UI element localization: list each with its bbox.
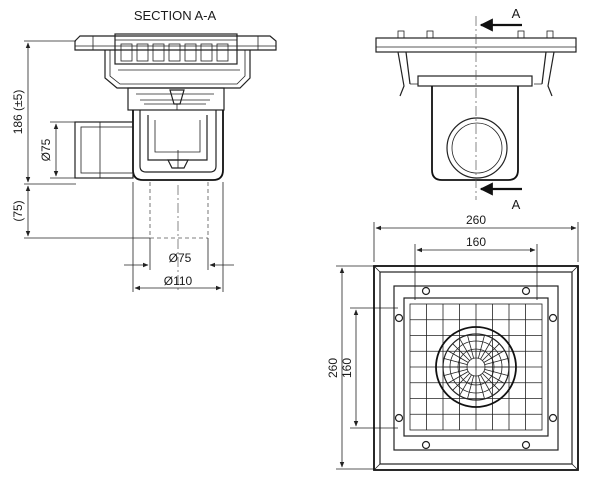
section-title: SECTION A-A — [134, 8, 217, 23]
label-outlet: Ø75 — [39, 138, 53, 161]
front-view: A A — [375, 6, 577, 212]
dimension-plan-width: 260 160 — [373, 213, 579, 300]
section-marker-top: A — [512, 6, 521, 21]
label-outer-width: 260 — [466, 213, 486, 227]
section-outlet — [74, 121, 134, 179]
plan-grate-bars — [410, 304, 542, 430]
section-view: SECTION A-A — [11, 8, 277, 292]
dimension-plan-height: 260 160 — [326, 265, 398, 470]
section-body — [132, 110, 224, 181]
label-inner-height: 160 — [340, 358, 354, 378]
plan-trap — [435, 326, 517, 408]
section-flange — [74, 35, 277, 51]
section-grate — [114, 33, 238, 65]
dimension-height: 186 (±5) (75) — [11, 40, 150, 239]
plan-bolts — [394, 286, 558, 450]
label-pipe-inner: Ø75 — [169, 251, 192, 265]
plan-view: 260 160 260 160 — [326, 213, 579, 471]
label-inner-width: 160 — [466, 235, 486, 249]
dimension-pipe: Ø75 Ø110 — [124, 182, 234, 292]
label-outer-height: 260 — [326, 358, 340, 378]
label-height: 186 (±5) — [11, 90, 25, 135]
label-pipe-outer: Ø110 — [164, 274, 193, 288]
dimension-outlet: Ø75 — [39, 121, 75, 179]
section-pipe — [149, 182, 209, 290]
label-bottom: (75) — [11, 200, 25, 221]
section-trap — [127, 87, 225, 111]
section-marker-bottom: A — [512, 197, 521, 212]
